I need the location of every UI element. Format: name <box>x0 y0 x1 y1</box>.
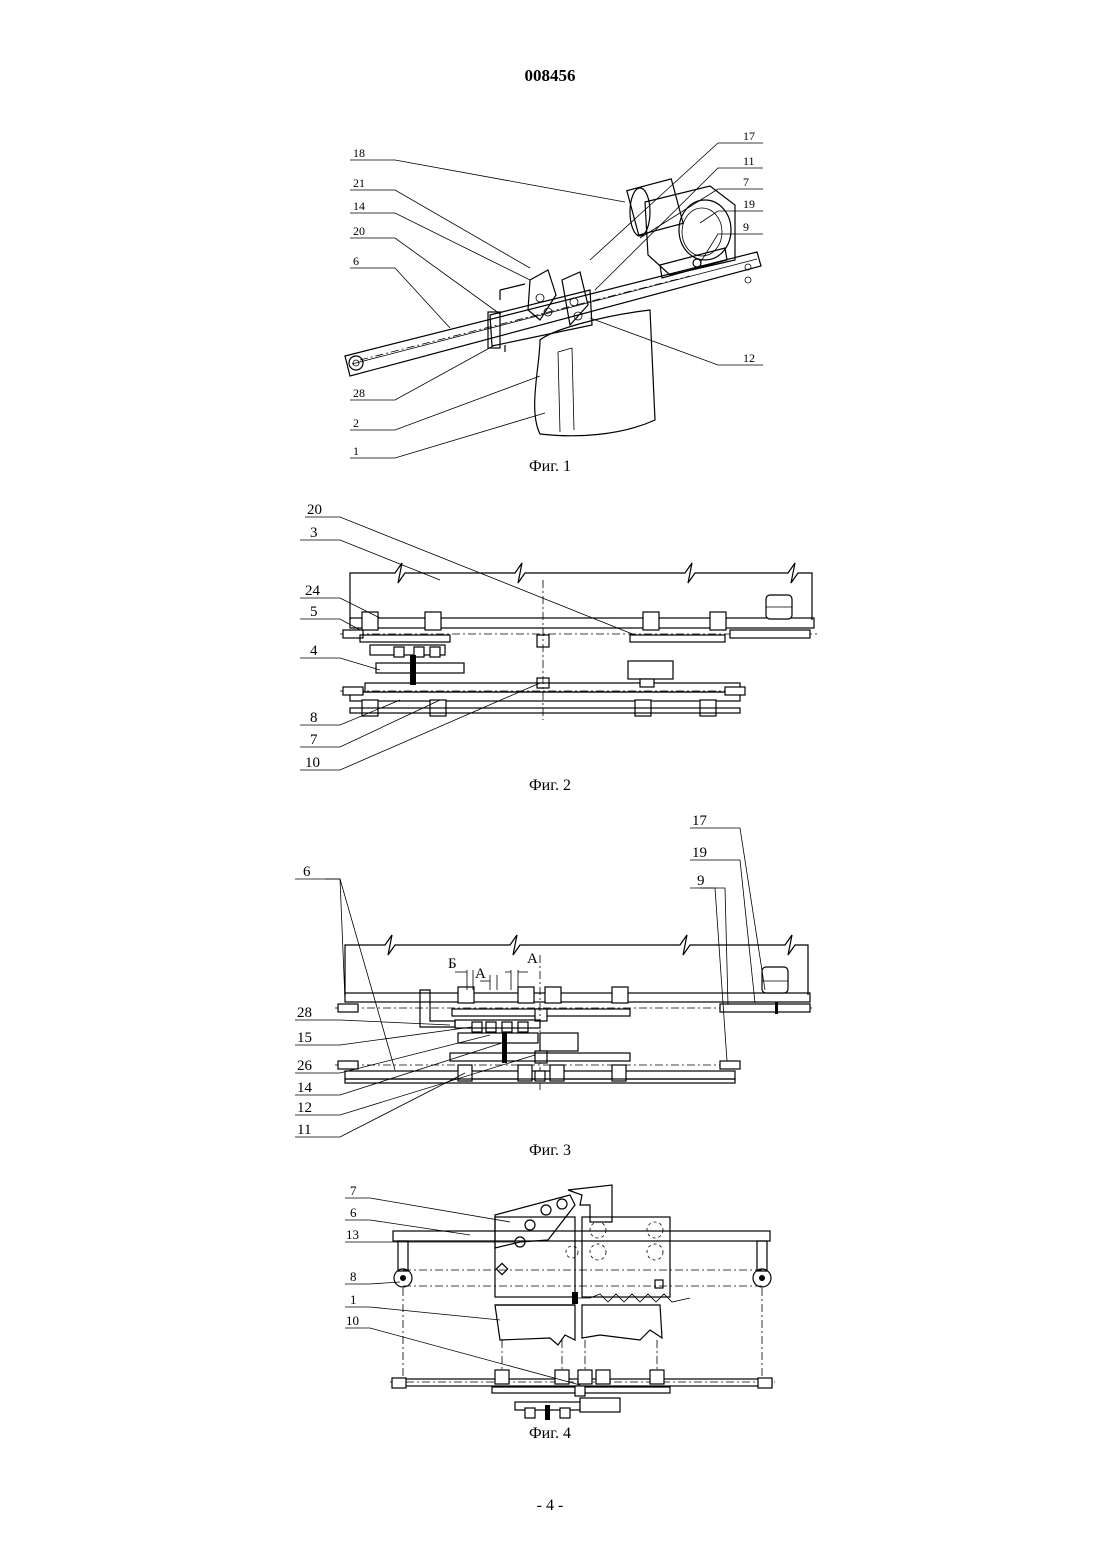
fig4-label-6: 6 <box>350 1205 357 1220</box>
fig3-label-6: 6 <box>303 864 311 880</box>
fig1-bag <box>535 310 655 436</box>
fig1-label-11: 11 <box>743 154 755 168</box>
fig1-label-2: 2 <box>353 416 359 430</box>
fig1-label-7: 7 <box>743 175 749 189</box>
fig1-label-18: 18 <box>353 146 365 160</box>
fig2-label-24: 24 <box>305 583 321 599</box>
fig4-label-1: 1 <box>350 1292 357 1307</box>
fig1-label-9: 9 <box>743 220 749 234</box>
fig2-label-3: 3 <box>310 525 318 541</box>
page-number: - 4 - <box>0 1497 1100 1515</box>
fig3-label-b: Б <box>448 956 457 972</box>
fig4-label-10: 10 <box>346 1313 359 1328</box>
fig2-label-4: 4 <box>310 643 318 659</box>
fig1-rail <box>345 252 761 376</box>
fig1-label-6: 6 <box>353 254 359 268</box>
fig3-label-14: 14 <box>297 1080 313 1096</box>
fig3-label-28: 28 <box>297 1005 312 1021</box>
fig3-label-15: 15 <box>297 1030 312 1046</box>
fig4-label-13: 13 <box>346 1227 359 1242</box>
figure-3-caption: Фиг. 3 <box>0 1142 1100 1160</box>
fig4-carriage-left <box>495 1217 575 1297</box>
fig3-frame <box>345 935 808 995</box>
figure-3-drawing: 17 19 9 6 28 15 26 14 12 11 Б А А <box>0 815 1100 1145</box>
fig3-label-17: 17 <box>692 813 708 829</box>
fig3-label-11: 11 <box>297 1122 311 1138</box>
figure-2-caption: Фиг. 2 <box>0 777 1100 795</box>
fig4-label-8: 8 <box>350 1269 357 1284</box>
fig1-label-12: 12 <box>743 351 755 365</box>
fig1-label-14: 14 <box>353 199 365 213</box>
document-number: 008456 <box>0 66 1100 86</box>
figure-2-drawing: 20 3 24 5 4 8 7 10 <box>0 495 1100 785</box>
figure-1-drawing: 18 21 14 20 6 28 2 1 17 11 7 19 9 12 <box>0 120 1100 465</box>
fig2-label-7: 7 <box>310 732 318 748</box>
fig1-label-21: 21 <box>353 176 365 190</box>
figure-4-drawing: 7 6 13 8 1 10 <box>0 1180 1100 1445</box>
fig2-label-8: 8 <box>310 710 318 726</box>
fig3-label-26: 26 <box>297 1058 313 1074</box>
fig3-label-a-left: А <box>475 966 486 982</box>
fig3-label-9: 9 <box>697 873 705 889</box>
fig3-label-19: 19 <box>692 845 707 861</box>
fig2-label-20: 20 <box>307 502 322 518</box>
fig1-label-28: 28 <box>353 386 365 400</box>
fig1-label-1: 1 <box>353 444 359 458</box>
fig1-label-17: 17 <box>743 129 755 143</box>
fig3-label-a-right: А <box>527 951 538 967</box>
fig2-label-5: 5 <box>310 604 318 620</box>
fig1-label-20: 20 <box>353 224 365 238</box>
fig2-label-10: 10 <box>305 755 320 771</box>
fig4-label-7: 7 <box>350 1183 357 1198</box>
figure-4-caption: Фиг. 4 <box>0 1425 1100 1443</box>
fig1-label-19: 19 <box>743 197 755 211</box>
fig3-label-12: 12 <box>297 1100 312 1116</box>
figure-1-caption: Фиг. 1 <box>0 458 1100 476</box>
